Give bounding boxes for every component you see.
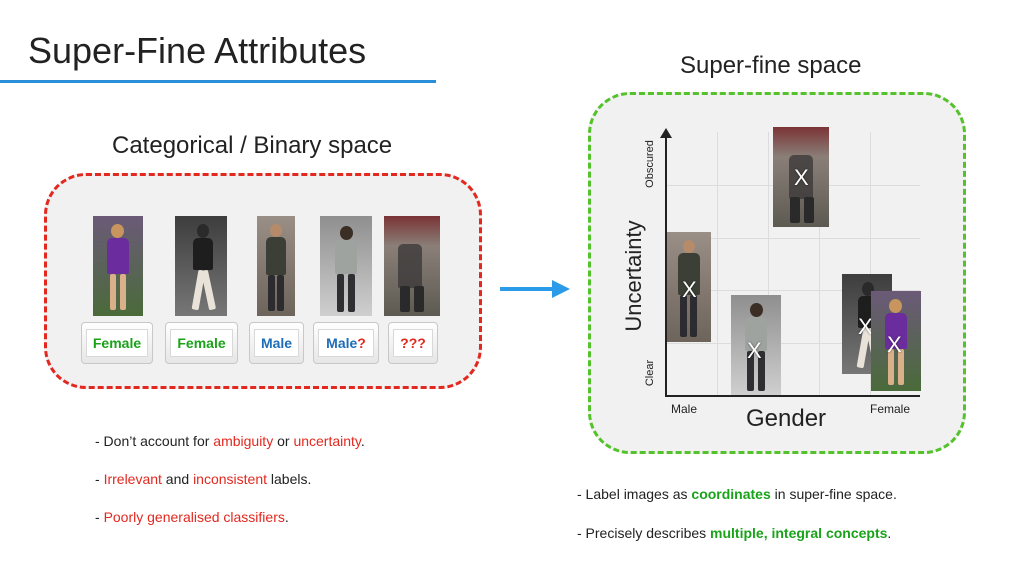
plot-photo-female-2 bbox=[871, 291, 921, 391]
plot-marker-male-clear: X bbox=[747, 338, 762, 363]
superfine-bullet-2: - Precisely describes multiple, integral… bbox=[577, 525, 892, 541]
title-underline bbox=[0, 80, 436, 83]
plot-marker-obscured: X bbox=[794, 165, 809, 190]
label-text-1: Female bbox=[86, 329, 148, 357]
plot-photo-male-clear bbox=[731, 295, 781, 395]
label-text-3: Male bbox=[254, 329, 299, 357]
transition-arrow-head bbox=[552, 280, 570, 298]
plot-marker-female-1: X bbox=[858, 314, 873, 339]
person-photo-2 bbox=[175, 216, 227, 316]
label-card-5: ??? bbox=[388, 322, 438, 364]
label-card-2: Female bbox=[165, 322, 238, 364]
y-axis-line bbox=[665, 136, 667, 396]
x-axis-line bbox=[665, 395, 920, 397]
label-text-5: ??? bbox=[393, 329, 433, 357]
superfine-heading: Super-fine space bbox=[680, 52, 862, 79]
x-tick-female: Female bbox=[870, 402, 911, 416]
categorical-bullet-3: - Poorly generalised classifiers. bbox=[95, 509, 289, 525]
label-text-2: Female bbox=[170, 329, 233, 357]
x-tick-male: Male bbox=[671, 402, 698, 416]
person-photo-4 bbox=[320, 216, 372, 316]
label-text-4: Male? bbox=[318, 329, 374, 357]
y-tick-clear: Clear bbox=[644, 359, 656, 387]
slide-title: Super-Fine Attributes bbox=[28, 30, 367, 71]
person-photo-3 bbox=[257, 216, 295, 316]
y-axis-arrow bbox=[660, 128, 672, 138]
categorical-heading: Categorical / Binary space bbox=[112, 132, 393, 159]
label-card-4: Male? bbox=[313, 322, 379, 364]
y-tick-obscured: Obscured bbox=[644, 140, 656, 188]
plot-marker-male-mid: X bbox=[682, 277, 697, 302]
label-card-3: Male bbox=[249, 322, 304, 364]
x-axis-label: Gender bbox=[746, 405, 827, 432]
categorical-bullet-2: - Irrelevant and inconsistent labels. bbox=[95, 471, 312, 487]
categorical-bullet-1: - Don’t account for ambiguity or uncerta… bbox=[95, 433, 365, 449]
transition-arrow-shaft bbox=[500, 287, 554, 291]
person-photo-1 bbox=[93, 216, 143, 316]
label-card-1: Female bbox=[81, 322, 153, 364]
person-photo-5 bbox=[384, 216, 440, 316]
y-axis-label: Uncertainty bbox=[621, 220, 646, 332]
plot-marker-female-2: X bbox=[887, 332, 902, 357]
plot-photo-obscured bbox=[773, 127, 829, 227]
superfine-bullet-1: - Label images as coordinates in super-f… bbox=[577, 486, 897, 502]
plot-photo-male-mid bbox=[667, 232, 711, 342]
